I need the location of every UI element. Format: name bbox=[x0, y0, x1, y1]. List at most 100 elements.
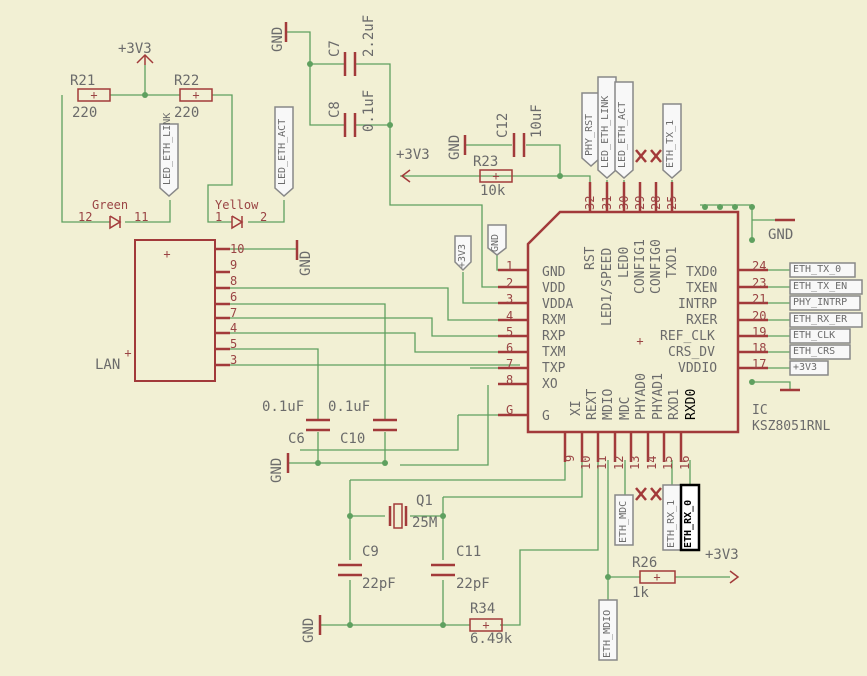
lan-connector[interactable]: + + bbox=[124, 239, 216, 382]
lan-pin-9: 9 bbox=[230, 258, 238, 272]
ic-ref: IC bbox=[752, 403, 768, 418]
c8-ref: C8 bbox=[327, 101, 343, 118]
q1-ref: Q1 bbox=[416, 493, 433, 509]
net-eth-rx-0: ETH_RX_0 bbox=[683, 499, 694, 548]
c9-value: 22pF bbox=[362, 576, 396, 592]
svg-text:+: + bbox=[482, 618, 489, 632]
crystal-q1[interactable] bbox=[388, 503, 408, 529]
r23-ref: R23 bbox=[473, 154, 499, 170]
lan-pin-5: 5 bbox=[230, 337, 238, 351]
ic-pin-name-led0: LED0 bbox=[617, 246, 632, 278]
ic-pin-name-g: G bbox=[542, 409, 550, 424]
ic-pin-num-30: 30 bbox=[617, 195, 631, 210]
ic-pin-name-phyad0: PHYAD0 bbox=[634, 373, 649, 420]
net-led-eth-link-top: LED_ETH_LINK bbox=[600, 95, 611, 168]
net-eth-rx-1: ETH_RX_1 bbox=[666, 499, 677, 548]
led-yellow-label: Yellow bbox=[215, 198, 259, 212]
ic-pin-num-15: 15 bbox=[661, 455, 675, 470]
ic-pin-num-3: 3 bbox=[506, 292, 514, 306]
ic-pin-name-xo: XO bbox=[542, 377, 558, 392]
net-eth-mdio: ETH_MDIO bbox=[602, 609, 613, 658]
led-yellow-pin-2: 2 bbox=[260, 210, 268, 224]
capacitor-c8[interactable] bbox=[343, 113, 357, 137]
ic-pin-num-19: 19 bbox=[752, 325, 767, 339]
net-eth-clk: ETH_CLK bbox=[793, 330, 836, 341]
lan-pin-4: 4 bbox=[230, 321, 238, 335]
r22-value: 220 bbox=[174, 105, 200, 121]
ic-pin-name-intrp: INTRP bbox=[678, 297, 718, 312]
power-3v3-arrow-left bbox=[400, 169, 411, 183]
net-eth-rx-er: ETH_RX_ER bbox=[793, 314, 848, 325]
c12-ref: C12 bbox=[495, 112, 511, 138]
capacitor-c12[interactable] bbox=[512, 133, 526, 157]
gnd-symbols bbox=[284, 22, 800, 635]
capacitor-c6[interactable] bbox=[306, 418, 330, 432]
resistor-r34[interactable]: + bbox=[469, 618, 503, 632]
led-green[interactable] bbox=[109, 215, 122, 230]
r34-ref: R34 bbox=[470, 601, 496, 617]
resistor-r26[interactable]: + bbox=[639, 570, 676, 584]
r22-ref: R22 bbox=[174, 73, 200, 89]
ic-pin-num-10: 10 bbox=[579, 455, 593, 470]
ic-pin-num-18: 18 bbox=[752, 341, 767, 355]
capacitor-c10[interactable] bbox=[373, 418, 397, 432]
ic-pin-name-txen: TXEN bbox=[686, 281, 718, 296]
ic-pin-name-config1: CONFIG1 bbox=[633, 239, 648, 294]
ic-ksz8051[interactable]: + bbox=[526, 210, 740, 434]
power-3v3-top bbox=[136, 53, 154, 65]
r26-ref: R26 bbox=[632, 555, 658, 571]
resistor-r21[interactable]: + bbox=[77, 88, 111, 102]
ic-pin-name-ref-clk: REF_CLK bbox=[660, 329, 715, 344]
svg-text:+: + bbox=[163, 247, 170, 261]
ic-pin-num-5: 5 bbox=[506, 325, 514, 339]
ic-pin-name-txd1: TXD1 bbox=[665, 246, 680, 278]
ic-pin-name-rxer: RXER bbox=[686, 313, 718, 328]
gnd-label-c12: GND bbox=[447, 134, 463, 160]
net-flags bbox=[159, 76, 863, 661]
power-3v3-label-top: +3V3 bbox=[118, 41, 152, 57]
net-eth-mdc: ETH_MDC bbox=[618, 500, 629, 543]
r34-value: 6.49k bbox=[470, 631, 513, 647]
resistor-r22[interactable]: + bbox=[179, 88, 213, 102]
ic-pin-num-29: 29 bbox=[633, 195, 647, 210]
ic-pin-name-mdio: MDIO bbox=[601, 388, 616, 420]
ic-pin-name-vdd: VDD bbox=[542, 281, 566, 296]
no-connect-marks bbox=[635, 149, 662, 501]
ic-pin-name-crs-dv: CRS_DV bbox=[668, 345, 715, 360]
c9-ref: C9 bbox=[362, 544, 379, 560]
ic-pin-num-11: 11 bbox=[595, 455, 609, 470]
led-yellow[interactable] bbox=[231, 215, 244, 230]
net-eth-tx-0: ETH_TX_0 bbox=[793, 264, 842, 275]
ic-pin-name-rxp: RXP bbox=[542, 329, 566, 344]
ic-pin-num-2: 2 bbox=[506, 276, 514, 290]
r26-value: 1k bbox=[632, 585, 649, 601]
ic-pin-num-28: 28 bbox=[649, 195, 663, 210]
capacitor-c11[interactable] bbox=[431, 563, 455, 577]
c10-ref: C10 bbox=[340, 431, 366, 447]
lan-pin-10: 10 bbox=[230, 242, 245, 256]
ic-pin-num-12: 12 bbox=[612, 455, 626, 470]
c6-value: 0.1uF bbox=[262, 399, 305, 415]
net-eth-crs: ETH_CRS bbox=[793, 346, 836, 357]
lan-pin-3: 3 bbox=[230, 353, 238, 367]
c8-value: 0.1uF bbox=[361, 89, 377, 132]
lan-ref: LAN bbox=[95, 357, 121, 373]
ic-pin-name-rst: RST bbox=[583, 246, 598, 270]
svg-text:+: + bbox=[124, 346, 131, 360]
capacitor-c7[interactable] bbox=[343, 52, 357, 76]
svg-text:+: + bbox=[636, 334, 643, 348]
ic-pin-name-rext: REXT bbox=[585, 388, 600, 420]
r21-ref: R21 bbox=[70, 73, 96, 89]
c6-ref: C6 bbox=[288, 431, 305, 447]
ic-pin-num-7: 7 bbox=[506, 357, 514, 371]
ic-pin-name-rxd0: RXD0 bbox=[684, 388, 699, 420]
ic-pin-num-31: 31 bbox=[600, 195, 614, 210]
ic-pin-num-1: 1 bbox=[506, 259, 514, 273]
capacitor-c9[interactable] bbox=[338, 563, 362, 577]
ic-pin-num-9: 9 bbox=[563, 454, 577, 462]
resistor-r23[interactable]: + bbox=[479, 169, 513, 183]
ic-pin-name-mdc: MDC bbox=[618, 396, 633, 420]
svg-text:+: + bbox=[492, 169, 499, 183]
lan-pin-7: 7 bbox=[230, 306, 238, 320]
